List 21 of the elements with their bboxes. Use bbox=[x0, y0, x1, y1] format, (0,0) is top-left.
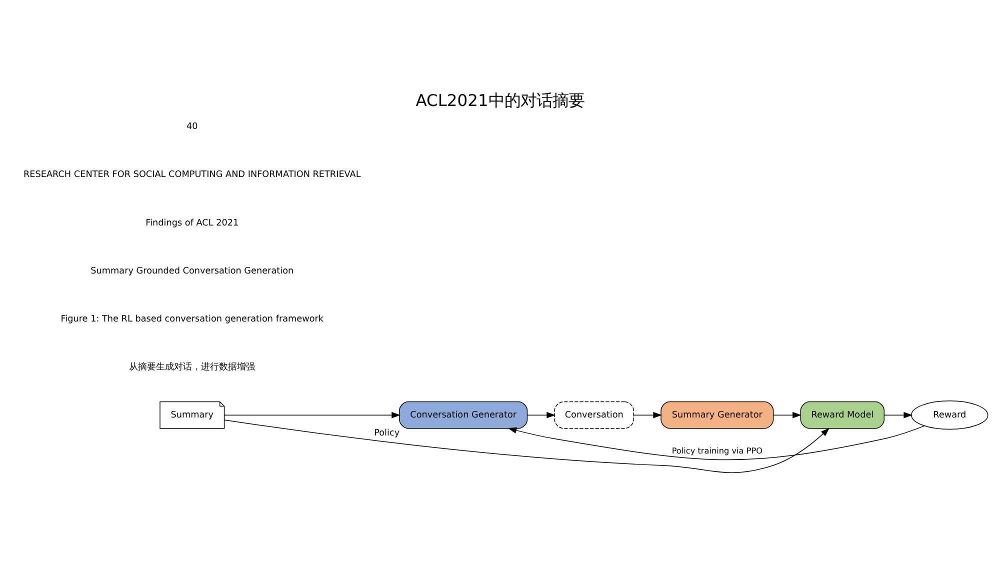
label: Figure 1: The RL based conversation generation framework bbox=[60, 314, 324, 324]
node-box: Conversation bbox=[554, 401, 634, 429]
node-box: Summary Generator bbox=[660, 401, 774, 429]
label: Summary Grounded Conversation Generation bbox=[90, 266, 294, 276]
arrow bbox=[527, 412, 556, 418]
node-label: Policy bbox=[374, 428, 400, 438]
label: Findings of ACL 2021 bbox=[146, 218, 239, 228]
arrow bbox=[224, 420, 830, 474]
label: 40 bbox=[186, 122, 198, 132]
label: 从摘要生成对话，进行数据增强 bbox=[129, 362, 256, 372]
node-box: Reward Model bbox=[800, 401, 885, 429]
arrow bbox=[224, 412, 400, 418]
node-box: Conversation Generator bbox=[399, 401, 528, 429]
arrow bbox=[633, 412, 662, 418]
node-ellipse: Reward bbox=[911, 400, 988, 430]
arrow bbox=[508, 425, 925, 460]
diagram-title: ACL2021中的对话摘要 bbox=[416, 90, 584, 110]
arrow bbox=[884, 412, 913, 418]
arrow bbox=[773, 412, 802, 418]
edge-label: Policy training via PPO bbox=[672, 445, 762, 456]
label: RESEARCH CENTER FOR SOCIAL COMPUTING AND INFORMATION RETRIEVAL bbox=[23, 170, 361, 180]
